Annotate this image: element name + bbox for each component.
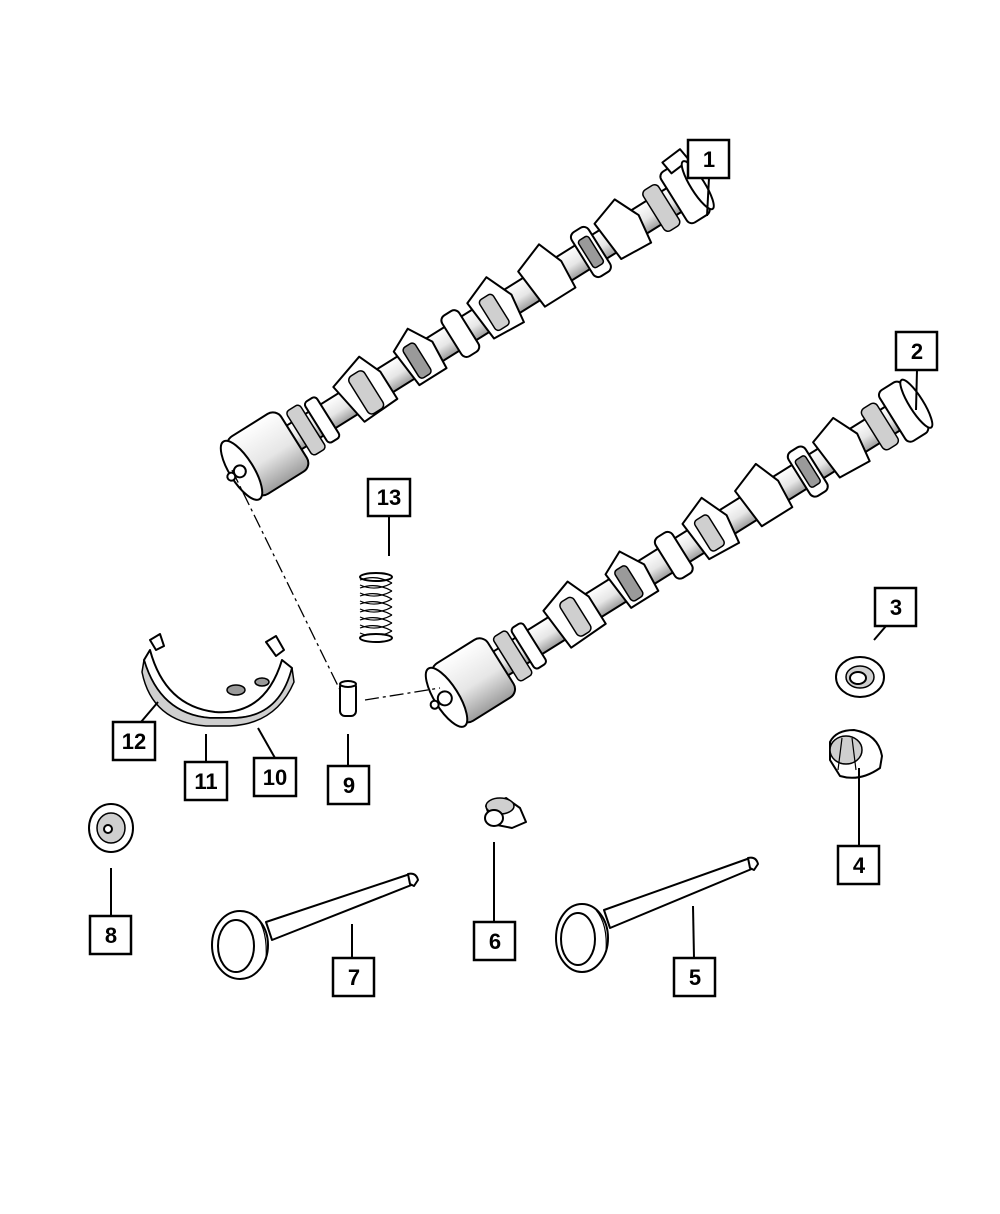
- callout-5: 5: [672, 956, 717, 998]
- alignment-line-lower: [364, 687, 441, 701]
- callout-8: 8: [88, 914, 133, 956]
- callout-3: 3: [873, 586, 918, 628]
- callout-13: 13: [366, 477, 412, 518]
- callout-label: 12: [122, 729, 146, 754]
- callout-label: 11: [194, 769, 217, 794]
- valve-right: [555, 856, 759, 973]
- callout-7: 7: [331, 956, 376, 998]
- callout-label: 3: [890, 595, 902, 620]
- callout-2: 2: [894, 330, 939, 372]
- valve-stem-seal: [484, 797, 527, 829]
- callout-1: 1: [686, 138, 731, 180]
- callout-label: 4: [853, 853, 866, 878]
- callout-label: 10: [263, 765, 287, 790]
- callout-label: 2: [911, 339, 923, 364]
- callout-label: 1: [703, 147, 715, 172]
- callout-12: 12: [111, 720, 157, 762]
- callout-label: 7: [348, 965, 360, 990]
- camshaft-lower: [424, 378, 934, 728]
- callout-4: 4: [836, 844, 881, 886]
- dowel-pin: [339, 680, 357, 717]
- callout-10: 10: [252, 756, 298, 798]
- leader-lines: [110, 177, 918, 959]
- spring-seat: [88, 803, 134, 853]
- callout-label: 5: [689, 965, 701, 990]
- alignment-line-upper: [231, 469, 341, 691]
- thrust-bearing: [141, 633, 295, 727]
- callout-11: 11: [183, 760, 229, 802]
- callout-label: 13: [377, 485, 401, 510]
- callout-6: 6: [472, 920, 517, 962]
- spring-retainer: [835, 656, 885, 698]
- callout-label: 9: [343, 773, 355, 798]
- camshaft-upper: [219, 148, 715, 501]
- callout-label: 8: [105, 923, 117, 948]
- valve-spring: [359, 572, 393, 643]
- valve-left: [211, 872, 419, 980]
- callout-label: 6: [489, 929, 501, 954]
- valve-keeper: [829, 729, 883, 779]
- callout-9: 9: [326, 764, 371, 806]
